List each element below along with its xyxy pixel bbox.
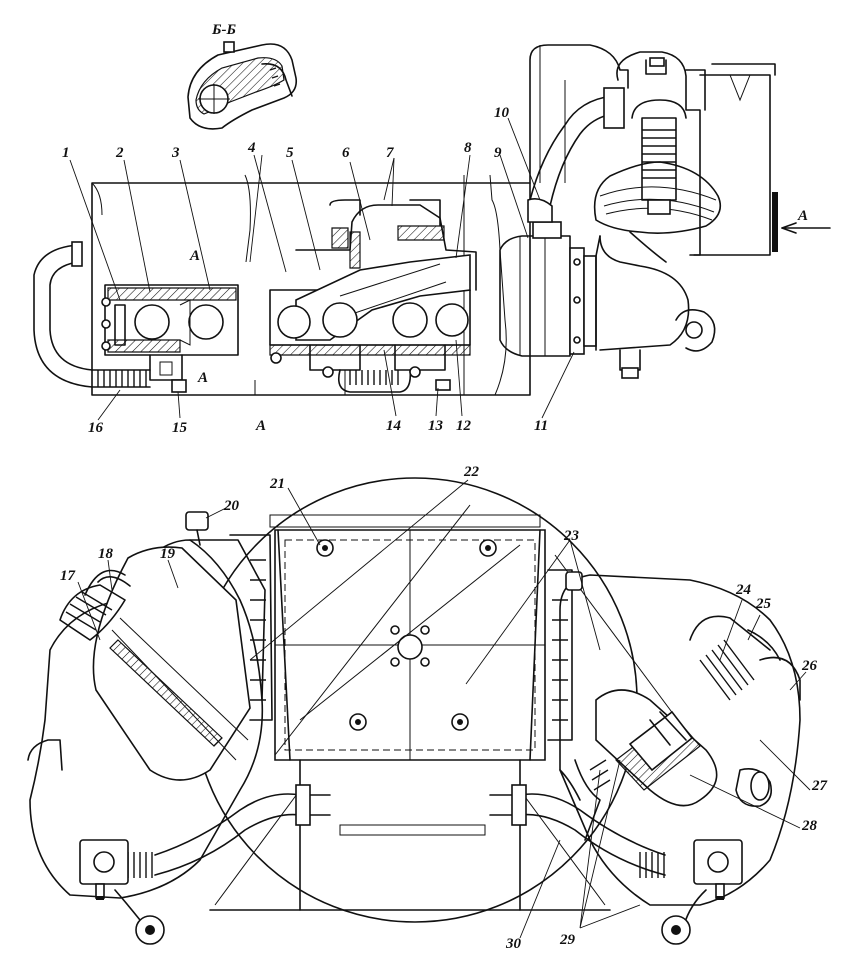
section-detail	[187, 41, 298, 130]
callout-28: 28	[801, 818, 818, 834]
callout-2: 2	[115, 145, 124, 161]
callout-7: 7	[386, 145, 394, 161]
end-view	[27, 477, 811, 945]
callout-9: 9	[494, 145, 502, 161]
right-bank	[547, 569, 801, 945]
section-mark-a1: А	[189, 248, 200, 264]
callout-16: 16	[88, 420, 104, 436]
callout-27: 27	[811, 778, 828, 794]
callout-25: 25	[755, 596, 772, 612]
callout-22: 22	[463, 464, 480, 480]
callout-26: 26	[801, 658, 818, 674]
connecting-pipe	[527, 87, 625, 223]
callout-5: 5	[286, 145, 294, 161]
left-manifold-section	[101, 284, 239, 381]
callout-19: 19	[160, 546, 176, 562]
callout-29: 29	[559, 932, 576, 948]
section-label: Б-Б	[211, 22, 237, 38]
callout-3: 3	[171, 145, 180, 161]
aftercooler	[499, 221, 597, 357]
left-bank	[27, 511, 273, 945]
callout-30: 30	[505, 936, 522, 952]
callout-23: 23	[563, 528, 580, 544]
callout-13: 13	[428, 418, 444, 434]
callout-12: 12	[456, 418, 472, 434]
callout-8: 8	[464, 140, 472, 156]
callout-20: 20	[223, 498, 240, 514]
callout-11: 11	[534, 418, 548, 434]
labels: Б-Б А А А А 1 2 3 4 5 6 7 8 9 10 11 12 1…	[60, 22, 828, 952]
side-view	[33, 41, 831, 396]
callout-10: 10	[494, 105, 510, 121]
callout-6: 6	[342, 145, 350, 161]
left-u-pipe	[33, 241, 151, 388]
turbocharger	[593, 51, 831, 379]
section-mark-a2: А	[197, 370, 208, 386]
callout-1: 1	[62, 145, 70, 161]
section-mark-a3: А	[255, 418, 266, 434]
callout-14: 14	[386, 418, 402, 434]
callout-21: 21	[269, 476, 285, 492]
middle-manifold-section	[269, 199, 477, 393]
callout-4: 4	[247, 140, 256, 156]
clamp-13	[435, 379, 451, 391]
leader-lines-top	[69, 117, 575, 421]
clamp-15	[171, 379, 187, 393]
plate-bolts	[316, 539, 497, 731]
bottom-pipe	[127, 784, 666, 878]
leader-lines-bottom	[77, 479, 811, 939]
view-arrow-label: А	[797, 208, 808, 224]
callout-18: 18	[98, 546, 114, 562]
callout-15: 15	[172, 420, 188, 436]
callout-17: 17	[60, 568, 76, 584]
callout-24: 24	[735, 582, 752, 598]
